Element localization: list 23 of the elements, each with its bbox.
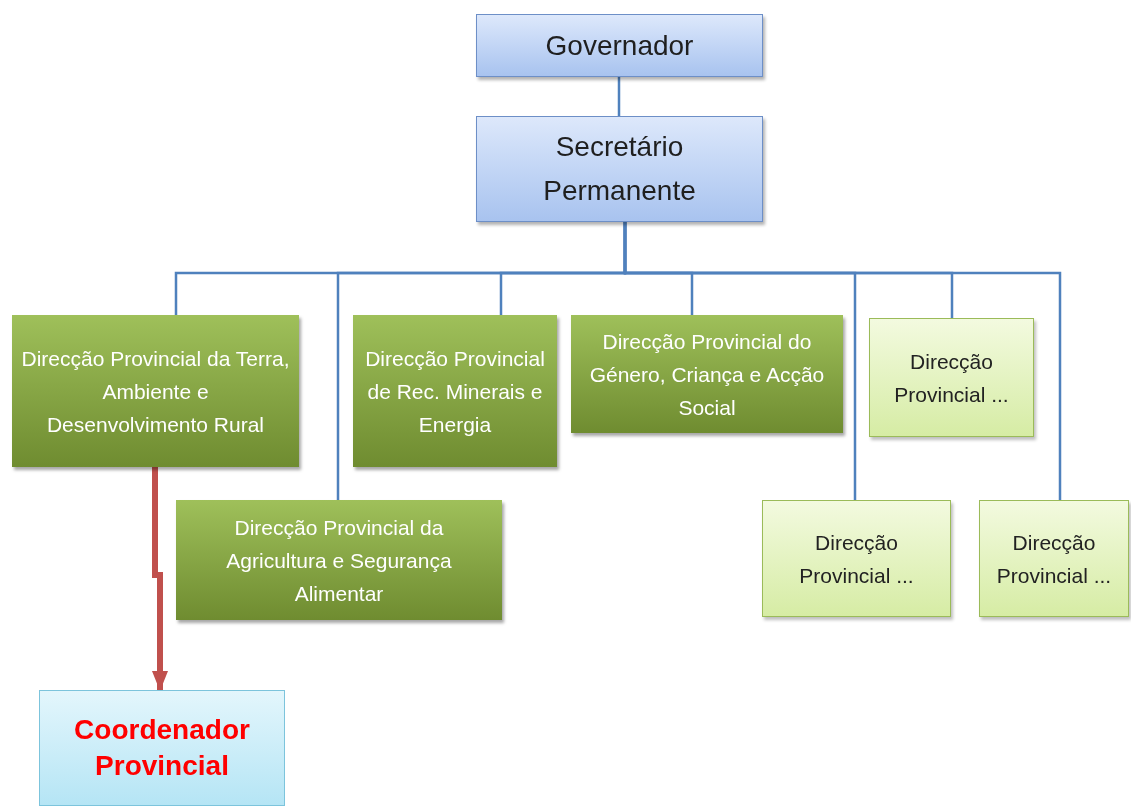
department-box — [979, 500, 1129, 617]
node-label: Direcção Provincial ... — [893, 348, 1010, 408]
department-box — [12, 315, 299, 467]
node-label: Direcção Provincial ... — [995, 529, 1113, 589]
position-box — [476, 116, 763, 222]
node-label: Direcção Provincial da Terra, Ambiente e Desenvolvimento Rural — [20, 345, 291, 438]
department-box — [571, 315, 843, 433]
node-label: Direcção Provincial de Rec. Minerais e Energia — [364, 345, 546, 438]
department-box — [869, 318, 1034, 437]
node-label: Governador — [545, 28, 694, 63]
node-label: Secretário Permanente — [542, 130, 697, 208]
node-label: Coordenador Provincial — [73, 713, 251, 783]
department-box — [176, 500, 502, 620]
connector-line — [623, 222, 1062, 500]
position-box — [39, 690, 285, 806]
connector-line — [617, 77, 621, 116]
department-box — [762, 500, 951, 617]
node-label: Direcção Provincial do Género, Criança e Acção Social — [588, 328, 826, 421]
department-box — [353, 315, 557, 467]
node-label: Direcção Provincial da Agricultura e Segurança Alimentar — [225, 514, 453, 607]
node-label: Direcção Provincial ... — [798, 529, 915, 589]
position-box — [476, 14, 763, 77]
arrow — [152, 467, 168, 691]
